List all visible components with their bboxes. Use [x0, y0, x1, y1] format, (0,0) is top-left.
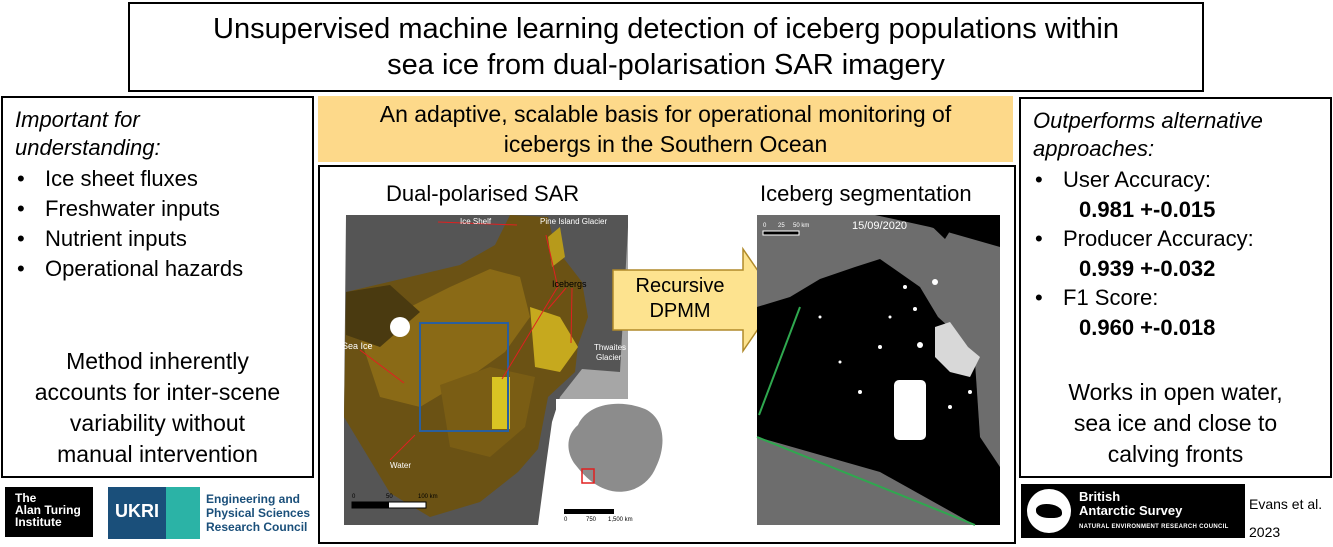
seg-scale-50: 50 km — [793, 223, 809, 229]
thwaites-label-1: Thwaites — [594, 343, 626, 352]
metric-value: 0.960 +-0.018 — [1079, 315, 1216, 340]
turing-logo-text-2: Alan Turing — [15, 503, 81, 517]
turing-logo: The Alan Turing Institute — [5, 487, 93, 537]
list-item: Nutrient inputs — [15, 224, 300, 254]
workflow-panel: Dual-polarised SAR Iceberg segmentation — [318, 165, 1016, 544]
citation: Evans et al. 2023 — [1249, 490, 1322, 546]
metrics-list: User Accuracy: — [1033, 165, 1318, 195]
list-item: Freshwater inputs — [15, 194, 300, 224]
workflow-figure: Ice Shelf Pine Island Glacier Icebergs S… — [342, 215, 1000, 526]
right-panel-footer: Works in open water, sea ice and close t… — [1068, 379, 1283, 467]
thwaites-label-2: Glacier — [596, 353, 622, 362]
importance-list: Ice sheet fluxes Freshwater inputs Nutri… — [15, 164, 300, 284]
left-panel: Important for understanding: Ice sheet f… — [1, 96, 314, 478]
right-panel: Outperforms alternative approaches: User… — [1019, 97, 1332, 478]
ice-shelf-label: Ice Shelf — [460, 217, 492, 226]
sar-label: Dual-polarised SAR — [386, 181, 580, 206]
sar-scale-0: 0 — [352, 494, 356, 500]
sar-image — [344, 215, 632, 525]
metric-value: 0.939 +-0.032 — [1079, 256, 1216, 281]
bas-text-1: British — [1079, 489, 1121, 504]
metrics-list-2: Producer Accuracy: — [1033, 224, 1318, 254]
sar-scale-50: 50 — [386, 494, 393, 500]
epsrc-text-2: Physical Sciences — [206, 506, 311, 520]
pine-island-label: Pine Island Glacier — [540, 217, 607, 226]
ukri-teal-block — [166, 487, 200, 539]
page-title: Unsupervised machine learning detection … — [213, 13, 1119, 81]
left-panel-heading: Important for understanding: — [15, 107, 161, 160]
segmentation-image — [756, 215, 1000, 526]
bas-logo-title: British Antarctic Survey — [1079, 490, 1182, 518]
segmentation-label: Iceberg segmentation — [760, 181, 972, 206]
icebergs-label: Icebergs — [552, 279, 587, 289]
epsrc-logo-text: Engineering and Physical Sciences Resear… — [206, 492, 310, 534]
water-label: Water — [390, 461, 411, 470]
citation-year: 2023 — [1249, 524, 1281, 540]
ukri-logo-block — [108, 487, 166, 539]
metrics-list-3: F1 Score: — [1033, 283, 1318, 313]
right-panel-heading: Outperforms alternative approaches: — [1033, 108, 1263, 161]
seg-scale-0: 0 — [763, 223, 767, 229]
metric-value: 0.981 +-0.015 — [1079, 197, 1216, 222]
roi-box — [419, 322, 509, 432]
subtitle-banner: An adaptive, scalable basis for operatio… — [318, 96, 1013, 162]
bas-logo: British Antarctic Survey NATURAL ENVIRON… — [1021, 484, 1245, 538]
seg-date: 15/09/2020 — [852, 220, 907, 232]
metric-label: F1 Score: — [1033, 283, 1318, 313]
left-panel-footer: Method inherently accounts for inter-sce… — [34, 348, 281, 467]
antarctica-inset-map — [556, 399, 666, 523]
title-box: Unsupervised machine learning detection … — [128, 2, 1204, 92]
bas-text-2: Antarctic Survey — [1079, 503, 1183, 518]
ukri-logo-text: UKRI — [115, 501, 159, 521]
metric-label: Producer Accuracy: — [1033, 224, 1318, 254]
inset-location-marker — [581, 468, 595, 484]
arrow-label-recursive: Recursive — [636, 275, 725, 297]
epsrc-text-3: Research Council — [206, 520, 308, 534]
epsrc-text-1: Engineering and — [206, 492, 301, 506]
sar-scale-100: 100 km — [418, 494, 438, 500]
metric-label: User Accuracy: — [1033, 165, 1318, 195]
list-item: Ice sheet fluxes — [15, 164, 300, 194]
bas-emblem-shape — [1036, 504, 1062, 518]
turing-logo-text-3: Institute — [15, 515, 62, 529]
list-item: Operational hazards — [15, 254, 300, 284]
inset-scale-750: 750 — [586, 517, 597, 523]
turing-logo-text-1: The — [15, 491, 37, 505]
ukri-logo: UKRI — [108, 487, 200, 539]
bas-subtitle: NATURAL ENVIRONMENT RESEARCH COUNCIL — [1079, 524, 1229, 530]
banner-text: An adaptive, scalable basis for operatio… — [379, 101, 952, 157]
citation-authors: Evans et al. — [1249, 496, 1323, 512]
inset-scale-1500: 1,500 km — [608, 517, 633, 523]
arrow-label-dpmm: DPMM — [649, 300, 710, 322]
seg-scale-25: 25 — [778, 223, 785, 229]
sea-ice-label: Sea Ice — [342, 341, 373, 351]
inset-scale-0: 0 — [564, 517, 568, 523]
